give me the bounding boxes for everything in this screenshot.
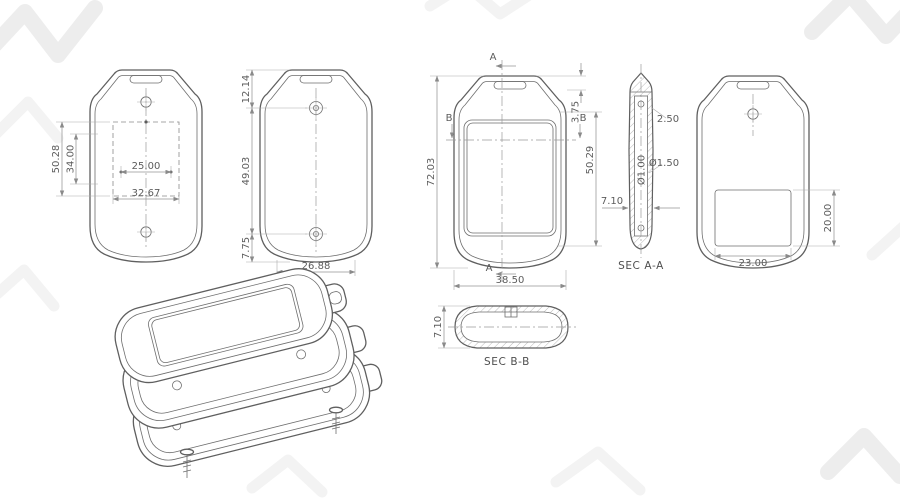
view-exploded-isometric [114,268,383,478]
dim-hole-small: Ø1.00 [636,155,648,185]
section-a-a-title: SEC A-A [618,260,664,272]
section-b-label-left: B [446,113,453,124]
view-section-a-a: 2.50 Ø1.50 Ø1.00 7.10 SEC A-A [601,64,680,272]
dim-tab-height: 3.75 [571,101,582,123]
dim-door-width: 23.00 [739,258,768,269]
section-b-b-title: SEC B-B [484,356,530,368]
dim-screw-spacing: 49.03 [241,157,252,186]
dim-hole-large: Ø1.50 [649,157,679,169]
view-back-battery: 20.00 23.00 [696,75,840,269]
dim-back-outer-height: 50.28 [51,145,62,174]
screw-fastener-right [328,406,344,434]
dim-back-inner-height: 34.00 [66,145,77,174]
dim-top-offset: 12.14 [241,75,252,104]
exploded-top-cover [114,268,347,384]
view-section-b-b: 7.10 SEC B-B [433,305,576,368]
display-window [463,119,557,237]
view-back-screw-spacing: 12.14 49.03 7.75 26.88 [241,69,373,276]
display-window [147,283,304,367]
enclosure-outline [696,75,810,269]
enclosure-outline [453,75,567,269]
section-a-label-bottom: A [486,263,493,274]
section-a-label-top: A [490,52,497,63]
battery-door [714,189,792,247]
dim-door-height: 20.00 [823,204,834,233]
dim-overall-width: 38.50 [496,275,525,286]
dim-face-height: 50.29 [585,146,596,175]
dim-base-width: 26.88 [302,261,331,272]
view-back-dimensioned: 50.28 34.00 25.00 32.67 [51,69,203,263]
view-front-display: A A B B 72.03 50.29 3.75 38.50 [426,52,602,290]
dim-overall-height: 72.03 [426,158,437,187]
display-window-inner [466,122,554,234]
dim-bottom-offset: 7.75 [241,237,252,259]
dim-top-wall: 2.50 [657,114,679,125]
screw-fastener-left [179,448,195,478]
dim-section-thickness: 7.10 [433,316,444,338]
dim-back-hole-spacing: 25.00 [132,161,161,172]
section-b-label-right: B [580,113,587,124]
dim-side-thickness: 7.10 [601,196,623,207]
dim-back-inner-width: 32.67 [132,188,161,199]
